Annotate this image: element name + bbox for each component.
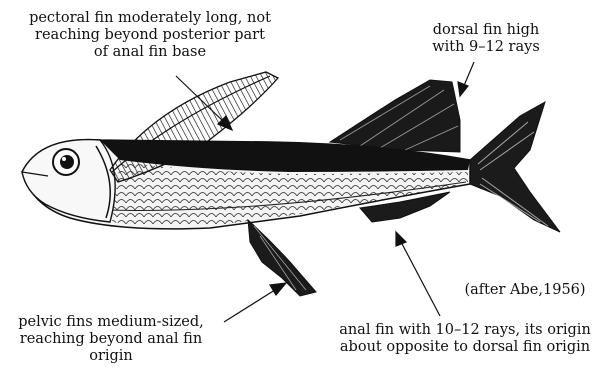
pelvic-fin-label: pelvic fins medium-sized, reaching beyon… (0, 314, 222, 365)
pelvic-label-line-3: origin (0, 348, 222, 365)
anal-label-line-1: anal fin with 10–12 rays, its origin (330, 322, 600, 339)
pelvic-label-line-2: reaching beyond anal fin (0, 331, 222, 348)
pectoral-label-line-1: pectoral fin moderately long, not (0, 10, 300, 27)
anal-label-line-2: about opposite to dorsal fin origin (330, 339, 600, 356)
pectoral-label-line-3: of anal fin base (0, 44, 300, 61)
dorsal-fin-label: dorsal fin high with 9–12 rays (396, 22, 576, 56)
pelvic-arrow (224, 288, 278, 322)
pectoral-fin-label: pectoral fin moderately long, not reachi… (0, 10, 300, 61)
credit-label: (after Abe,1956) (450, 282, 600, 299)
dorsal-label-line-2: with 9–12 rays (396, 39, 576, 56)
anal-arrow (400, 240, 440, 316)
pelvic-label-line-1: pelvic fins medium-sized, (0, 314, 222, 331)
anal-fin-label: anal fin with 10–12 rays, its origin abo… (330, 322, 600, 356)
dorsal-fin (330, 80, 460, 152)
pectoral-label-line-2: reaching beyond posterior part (0, 27, 300, 44)
dorsal-label-line-1: dorsal fin high (396, 22, 576, 39)
